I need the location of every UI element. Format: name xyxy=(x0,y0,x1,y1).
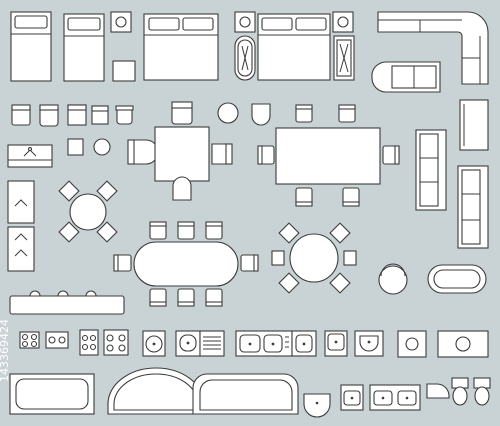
round-table-icon xyxy=(69,193,107,231)
chair-icon xyxy=(11,104,31,126)
chair-icon xyxy=(240,254,259,272)
chair-icon xyxy=(342,187,360,207)
corner-sofa-icon xyxy=(377,11,489,85)
chair-icon xyxy=(58,221,80,243)
armchair-icon xyxy=(172,176,192,201)
chair-icon xyxy=(343,250,357,266)
double-bed-icon xyxy=(143,13,219,81)
chair-icon xyxy=(205,221,223,240)
chair-icon xyxy=(115,105,134,125)
lamp-table-icon xyxy=(234,11,256,33)
sofa-icon xyxy=(415,129,447,211)
oval-ottoman-icon xyxy=(427,264,487,294)
stool-icon xyxy=(217,102,239,124)
side-table-icon xyxy=(67,138,84,156)
chair-icon xyxy=(382,145,400,165)
chair-icon xyxy=(96,180,118,202)
chair-icon xyxy=(177,288,195,307)
chair-icon xyxy=(149,221,167,240)
sink-icon xyxy=(175,330,201,357)
lamp-table-icon xyxy=(332,11,354,33)
bar-stool-icon xyxy=(29,290,41,297)
toilet-sink-icon xyxy=(303,393,331,418)
wardrobe-icon xyxy=(7,180,35,224)
sink-icon xyxy=(142,330,166,357)
chair-icon xyxy=(58,180,80,202)
sink-icon xyxy=(340,384,364,411)
chair-icon xyxy=(278,222,300,244)
chair-icon xyxy=(271,250,285,266)
night-stand-icon xyxy=(112,60,136,82)
oval-dining-table-icon xyxy=(133,241,239,287)
chair-icon xyxy=(329,272,351,294)
bathtub-icon xyxy=(192,373,299,415)
bathtub-icon xyxy=(9,373,95,415)
chair-icon xyxy=(295,187,313,207)
sink-icon xyxy=(354,330,384,357)
bar-stool-icon xyxy=(85,290,97,297)
single-bed-icon xyxy=(63,13,105,82)
bookcase-icon xyxy=(459,99,489,151)
rug-icon xyxy=(234,35,256,81)
chair-icon xyxy=(329,222,351,244)
bar-stool-icon xyxy=(57,290,69,297)
double-sink-icon xyxy=(369,384,421,411)
armchair-icon xyxy=(171,101,193,125)
chair-icon xyxy=(67,104,87,126)
double-bed-icon xyxy=(257,13,331,81)
chair-icon xyxy=(149,288,167,307)
wardrobe-icon xyxy=(7,144,53,168)
chair-icon xyxy=(295,104,313,123)
chair-icon xyxy=(177,221,195,240)
dining-table-icon xyxy=(275,127,381,185)
single-bed-icon xyxy=(10,11,52,82)
corner-sink-icon xyxy=(426,383,450,399)
double-sink-icon xyxy=(235,330,293,357)
armchair-icon xyxy=(251,103,271,126)
stove-icon xyxy=(103,329,129,356)
chair-icon xyxy=(338,104,356,123)
chair-icon xyxy=(113,254,132,272)
stove-icon xyxy=(79,329,99,356)
stock-id-watermark: 143369424 xyxy=(0,319,11,382)
square-dining-table-icon xyxy=(154,126,210,182)
sink-icon xyxy=(324,330,348,357)
armchair-icon xyxy=(211,143,233,165)
sofa-icon xyxy=(457,165,489,249)
wardrobe-icon xyxy=(7,226,35,272)
sink-icon xyxy=(199,330,225,357)
bar-counter-icon xyxy=(9,295,125,315)
chair-icon xyxy=(278,272,300,294)
chair-icon xyxy=(91,105,109,125)
sink-icon xyxy=(291,330,317,357)
toilet-icon xyxy=(473,377,491,406)
washing-machine-icon xyxy=(397,330,427,358)
toilet-icon xyxy=(451,377,469,406)
stool-icon xyxy=(93,138,111,156)
loveseat-icon xyxy=(371,61,441,93)
round-bathtub-icon xyxy=(107,367,205,415)
chair-icon xyxy=(96,221,118,243)
stove-icon xyxy=(19,331,40,349)
washing-machine-icon xyxy=(437,330,489,358)
lamp-table-icon xyxy=(110,11,132,33)
chair-icon xyxy=(257,145,275,165)
chair-icon xyxy=(39,104,59,127)
chair-icon xyxy=(205,288,223,307)
round-table-icon xyxy=(289,233,339,283)
round-armchair-icon xyxy=(378,263,408,295)
rug-icon xyxy=(333,35,355,81)
stove-icon xyxy=(45,331,69,349)
armchair-icon xyxy=(127,139,159,165)
